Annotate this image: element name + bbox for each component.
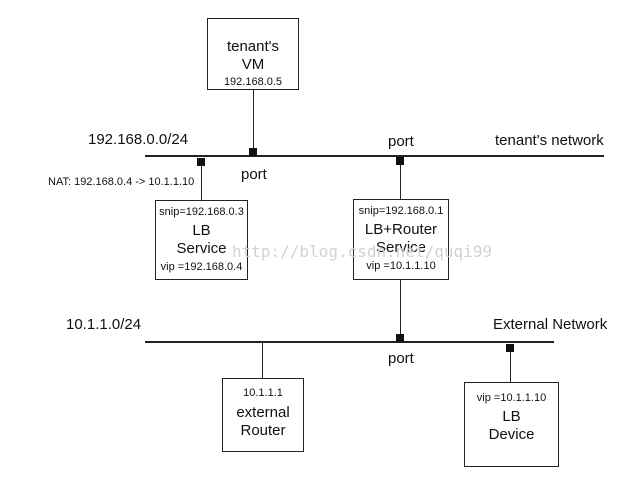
ext-router-link xyxy=(262,342,263,379)
lb-service-port xyxy=(197,158,205,166)
external-network-line xyxy=(145,341,554,343)
lb-service-title-1: LB xyxy=(192,222,211,239)
vm-port xyxy=(249,148,257,156)
ext-router-title-2: Router xyxy=(240,422,286,439)
lb-device-title-2: Device xyxy=(488,426,535,443)
ext-router-box[interactable]: 10.1.1.1 external Router xyxy=(222,378,304,452)
lb-router-external-port-label: port xyxy=(388,350,414,367)
external-network-cidr: 10.1.1.0/24 xyxy=(66,316,142,333)
lb-device-port xyxy=(506,344,514,352)
lb-router-tenant-port xyxy=(396,157,404,165)
tenant-vm-box[interactable]: tenant's VM 192.168.0.5 xyxy=(207,18,299,90)
lb-router-snip: snip=192.168.0.1 xyxy=(358,205,444,217)
tenant-vm-title-2: VM xyxy=(241,56,265,73)
lb-router-vip: vip =10.1.1.10 xyxy=(366,260,436,272)
ext-router-title-1: external xyxy=(236,404,290,421)
lb-router-box[interactable]: snip=192.168.0.1 LB+Router Service vip =… xyxy=(353,199,449,280)
vm-port-label: port xyxy=(241,166,267,183)
tenant-vm-ip: 192.168.0.5 xyxy=(223,76,283,88)
external-network-name: External Network xyxy=(493,316,608,333)
lb-service-link xyxy=(201,165,202,201)
lb-device-vip: vip =10.1.1.10 xyxy=(476,392,547,404)
lb-device-title-1: LB xyxy=(502,408,521,425)
lb-device-link xyxy=(510,351,511,383)
tenant-network-line xyxy=(145,155,604,157)
tenant-vm-title-1: tenant's xyxy=(226,38,280,55)
lb-router-tenant-port-label: port xyxy=(388,133,414,150)
lb-device-box[interactable]: vip =10.1.1.10 LB Device xyxy=(464,382,559,467)
nat-label: NAT: 192.168.0.4 -> 10.1.1.10 xyxy=(48,176,195,188)
vm-link xyxy=(253,89,254,152)
lb-router-tenant-link xyxy=(400,165,401,200)
tenant-network-name: tenant's network xyxy=(495,132,604,149)
tenant-network-cidr: 192.168.0.0/24 xyxy=(88,131,189,148)
lb-service-vip: vip =192.168.0.4 xyxy=(160,261,243,273)
lb-router-title-1: LB+Router xyxy=(364,221,438,238)
lb-service-box[interactable]: snip=192.168.0.3 LB Service vip =192.168… xyxy=(155,200,248,280)
lb-router-title-2: Service xyxy=(375,239,427,256)
lb-router-external-port xyxy=(396,334,404,342)
lb-service-title-2: Service xyxy=(176,240,227,257)
lb-router-external-link xyxy=(400,279,401,336)
ext-router-ip: 10.1.1.1 xyxy=(243,387,283,399)
watermark: http://blog.csdn.net/quqi99 xyxy=(232,242,493,261)
lb-service-snip: snip=192.168.0.3 xyxy=(159,206,244,218)
